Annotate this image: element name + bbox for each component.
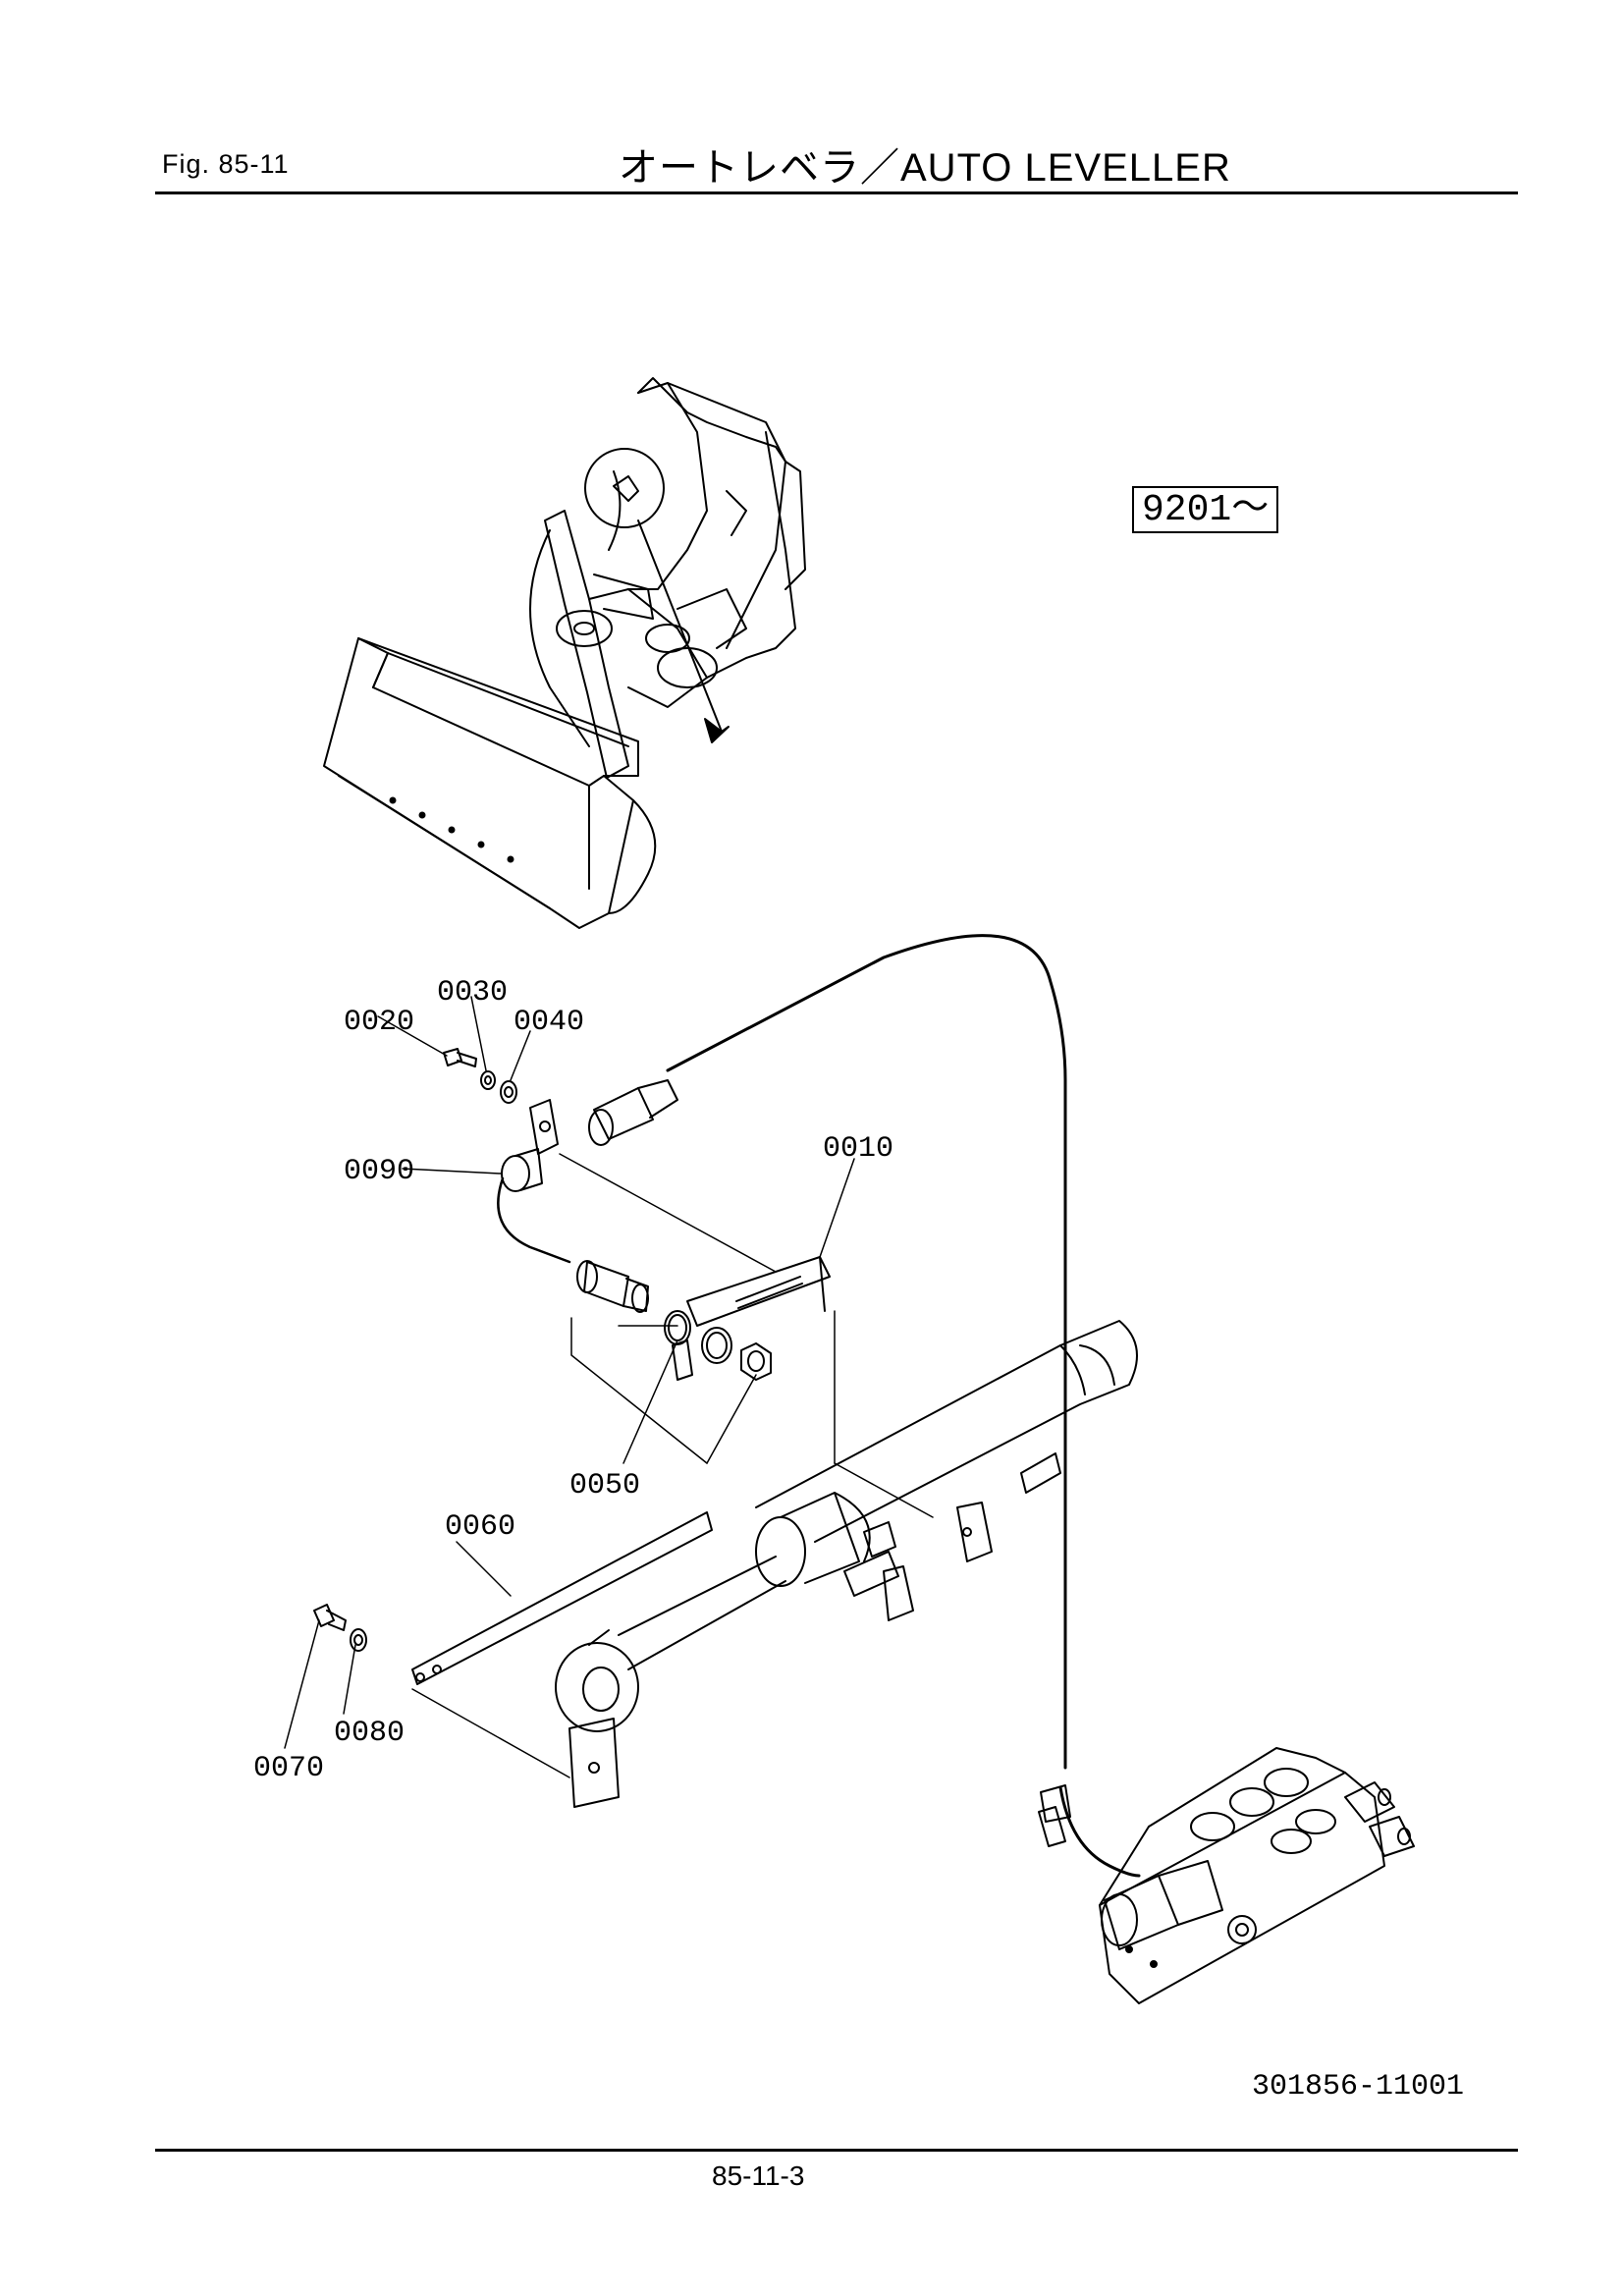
leader-0070 xyxy=(284,1619,320,1749)
leader-0050 xyxy=(622,1339,678,1464)
bucket-cylinder xyxy=(313,1320,1138,1808)
page-number: 85-11-3 xyxy=(712,2160,805,2191)
part-label-0050: 0050 xyxy=(569,1469,640,1503)
serial-range-box: 9201～ xyxy=(1132,486,1279,533)
footer-rule xyxy=(155,2149,1518,2152)
part-label-0070: 0070 xyxy=(253,1752,324,1785)
part-label-0060: 0060 xyxy=(445,1510,515,1544)
figure-label: Fig. 85-11 xyxy=(162,149,290,179)
part-label-0080: 0080 xyxy=(334,1717,405,1750)
leader-lines xyxy=(284,996,855,1749)
part-label-0090: 0090 xyxy=(344,1155,414,1188)
sensor-bracket-assembly xyxy=(443,1048,836,1464)
part-label-0020: 0020 xyxy=(344,1006,414,1039)
leader-0080 xyxy=(343,1644,356,1715)
part-label-0040: 0040 xyxy=(514,1006,584,1039)
leader-0040 xyxy=(510,1030,531,1081)
loader-overview-illustration xyxy=(323,377,806,929)
leader-0010 xyxy=(819,1158,855,1258)
sensor-cable xyxy=(666,934,1141,1878)
header-rule xyxy=(155,191,1518,194)
leader-0060 xyxy=(456,1541,512,1597)
page-title: オートレベラ／AUTO LEVELLER xyxy=(619,146,1231,190)
part-label-0030: 0030 xyxy=(437,976,508,1010)
leader-0030 xyxy=(470,996,487,1071)
part-label-0010: 0010 xyxy=(823,1132,893,1166)
control-valve xyxy=(1038,1747,1415,2004)
leader-0020 xyxy=(377,1015,448,1057)
leader-0090 xyxy=(402,1168,502,1175)
drawing-number: 301856-11001 xyxy=(1252,2070,1465,2104)
